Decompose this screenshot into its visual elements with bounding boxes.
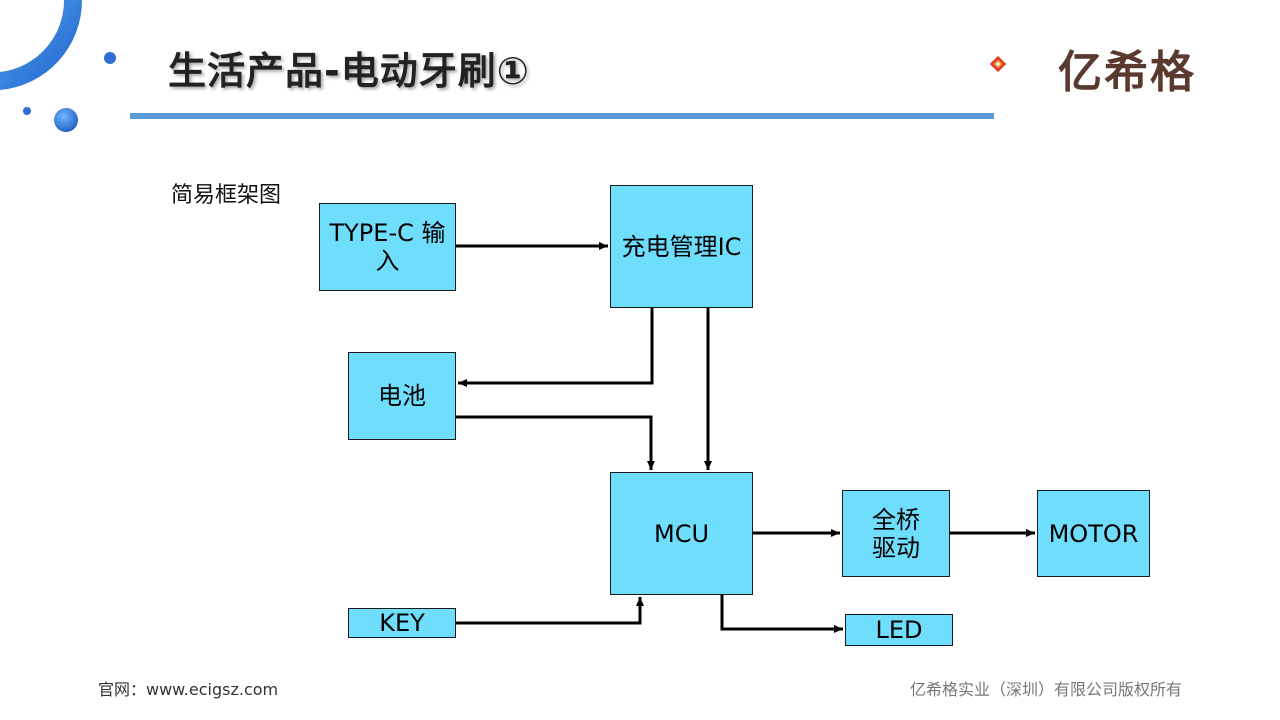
node-full-bridge-driver: 全桥驱动: [842, 490, 950, 577]
footer-copyright: 亿希格实业（深圳）有限公司版权所有: [909, 680, 1182, 699]
company-logo-text: 亿希格: [1058, 47, 1196, 98]
page-title: 生活产品-电动牙刷①: [168, 49, 530, 93]
footer-website: 官网：www.ecigsz.com: [98, 680, 279, 699]
node-battery: 电池: [348, 352, 456, 440]
diagram-subtitle: 简易框架图: [171, 183, 282, 208]
edge-key-to-mcu: [456, 597, 644, 625]
node-mcu: MCU: [610, 472, 753, 595]
corner-decoration: [0, 0, 116, 132]
node-motor: MOTOR: [1037, 490, 1150, 577]
title-underline: [130, 113, 994, 119]
company-logo-mark: [990, 55, 1007, 73]
node-charge-ic: 充电管理IC: [610, 185, 753, 308]
edge-battery-to-mcu: [456, 415, 655, 470]
node-key: KEY: [348, 608, 456, 638]
edge-mcu-to-led: [720, 595, 843, 633]
edge-charge-ic-to-battery: [458, 308, 654, 387]
node-typec-input: TYPE-C 输入: [319, 203, 456, 291]
node-led: LED: [845, 614, 953, 646]
